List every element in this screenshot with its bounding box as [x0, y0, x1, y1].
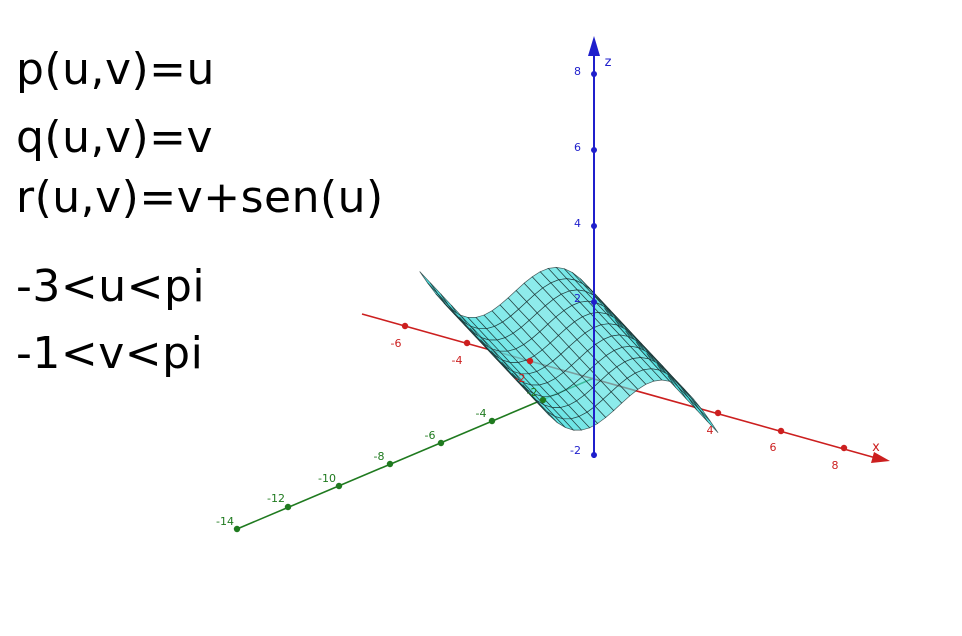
surface-patch: [562, 418, 583, 431]
x-tick-label: 8: [832, 459, 839, 472]
x-axis-ticks: -6 -4 -2 4 6 8 x: [391, 322, 880, 472]
z-axis-arrow: [588, 36, 600, 56]
z-tick-dot: [591, 452, 597, 458]
z-tick-dot: [591, 223, 597, 229]
y-tick-dot: [335, 482, 343, 490]
y-tick-label: -6: [425, 429, 436, 442]
x-tick-dot: [526, 357, 534, 365]
z-tick-label: 4: [574, 217, 581, 230]
x-tick-dot: [840, 444, 848, 452]
x-tick-dot: [463, 339, 471, 347]
y-tick-dot: [437, 439, 445, 447]
equation-r: r(u,v)=v+sen(u): [16, 172, 384, 223]
z-axis-name: z: [605, 55, 612, 70]
equation-q: q(u,v)=v: [16, 112, 214, 163]
y-axis-line: [236, 377, 595, 530]
y-tick-label: -12: [267, 492, 285, 505]
x-tick-label: -2: [515, 372, 526, 385]
y-tick-label: -4: [476, 407, 487, 420]
y-tick-label: -10: [318, 472, 336, 485]
surface-patch: [699, 409, 719, 434]
surface-patch: [678, 386, 698, 411]
x-tick-dot: [401, 322, 409, 330]
y-axis-ticks: -14 -12 -10 -8 -6 -4 -2: [216, 386, 547, 533]
z-tick-label: 2: [574, 292, 581, 305]
y-tick-dot: [233, 525, 241, 533]
y-tick-dot: [539, 396, 547, 404]
parametric-surface[interactable]: [419, 266, 719, 434]
z-tick-label: 8: [574, 65, 581, 78]
z-tick-dot: [591, 71, 597, 77]
z-tick-label: 6: [574, 141, 581, 154]
v-range: -1<v<pi: [16, 328, 204, 379]
x-tick-label: -6: [391, 337, 402, 350]
z-tick-label: -2: [570, 444, 581, 457]
equation-p: p(u,v)=u: [16, 44, 215, 95]
x-tick-label: 4: [707, 424, 714, 437]
x-tick-label: 6: [770, 441, 777, 454]
y-tick-label: -2: [527, 386, 538, 399]
y-tick-dot: [386, 460, 394, 468]
y-tick-label: -8: [374, 450, 385, 463]
x-tick-label: -4: [452, 354, 463, 367]
x-tick-dot: [777, 427, 785, 435]
x-axis-name: x: [872, 440, 880, 455]
z-tick-dot: [591, 147, 597, 153]
y-tick-dot: [488, 417, 496, 425]
z-tick-dot: [591, 299, 597, 305]
u-range: -3<u<pi: [16, 261, 206, 312]
x-axis-arrow: [871, 452, 890, 463]
x-tick-dot: [714, 409, 722, 417]
z-axis-ticks: -2 2 4 6 8 z: [570, 55, 612, 458]
y-tick-label: -14: [216, 515, 234, 528]
y-tick-dot: [284, 503, 292, 511]
